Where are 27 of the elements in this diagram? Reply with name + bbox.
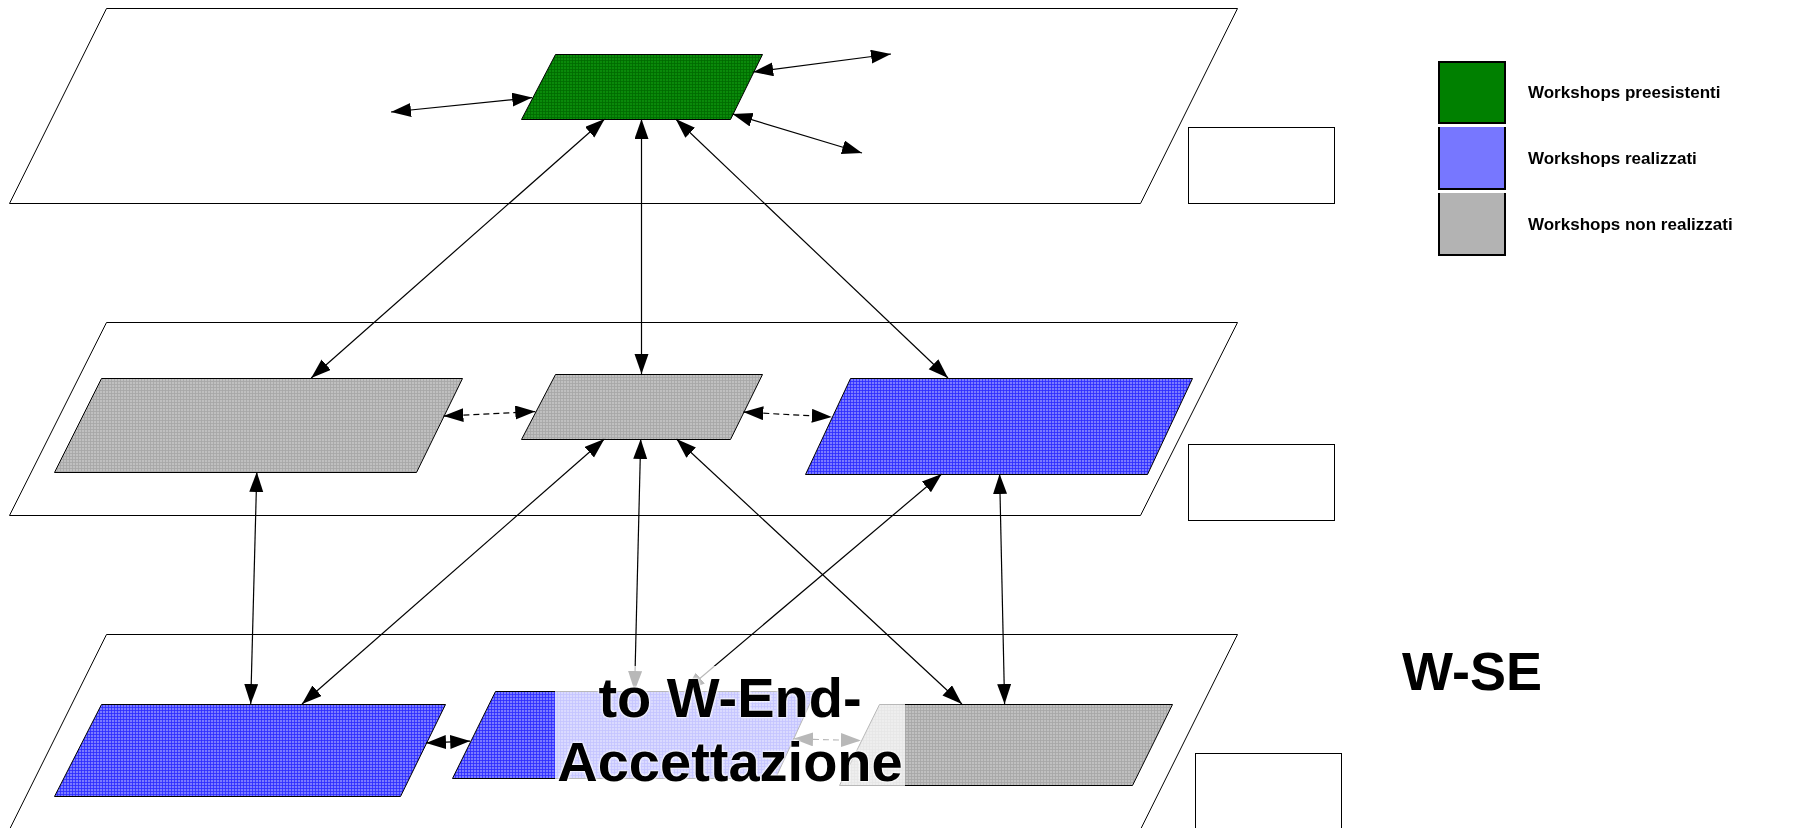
empty-box <box>1188 127 1335 204</box>
double-arrow <box>634 118 649 375</box>
workshop-parallelogram <box>805 378 1193 475</box>
double-arrow <box>752 49 892 77</box>
double-arrow <box>390 92 533 117</box>
double-arrow <box>301 438 605 705</box>
workshop-parallelogram <box>521 374 763 440</box>
double-arrow <box>425 734 471 750</box>
empty-box <box>1188 444 1335 521</box>
empty-box <box>1195 753 1342 828</box>
layer-parallelogram <box>9 8 1238 204</box>
legend-label: Workshops realizzati <box>1528 149 1697 169</box>
double-arrow <box>675 118 949 379</box>
legend-label: Workshops non realizzati <box>1528 215 1733 235</box>
layer-title: W-SE <box>1401 640 1543 703</box>
double-arrow <box>675 438 963 705</box>
double-arrow <box>993 473 1012 705</box>
double-arrow <box>310 118 606 379</box>
double-arrow <box>731 113 863 154</box>
legend-label: Workshops preesistenti <box>1528 83 1721 103</box>
layer-parallelogram <box>9 322 1238 516</box>
workshop-parallelogram <box>521 54 763 120</box>
double-arrow <box>742 406 833 423</box>
workshop-parallelogram <box>54 704 446 797</box>
double-arrow <box>244 471 264 705</box>
workshop-parallelogram <box>54 378 463 473</box>
double-arrow <box>442 405 536 423</box>
